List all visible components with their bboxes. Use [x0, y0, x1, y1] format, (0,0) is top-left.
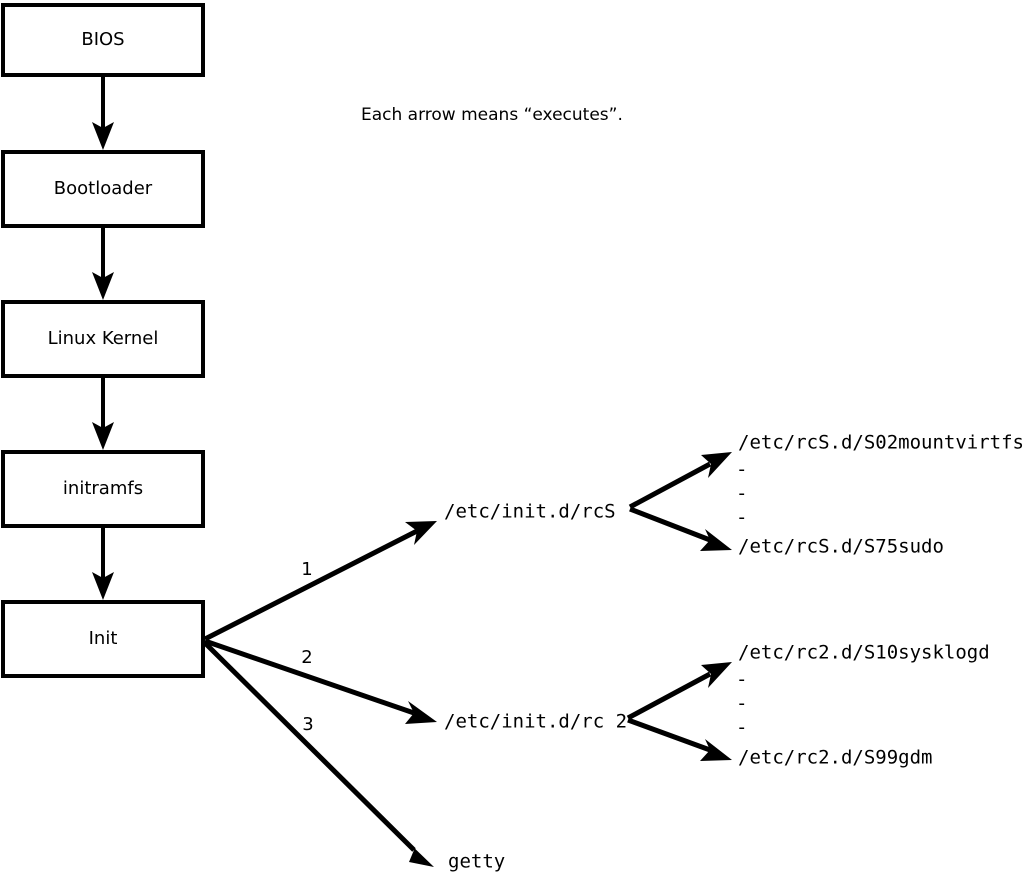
linux-kernel-label: Linux Kernel [48, 328, 159, 349]
branch-number-3: 3 [302, 714, 313, 735]
rc2-ellipsis-dash-2: - [736, 693, 747, 715]
init-box[interactable] [1, 600, 205, 678]
branch-target-rc2: /etc/init.d/rc 2 [444, 711, 627, 733]
init-label: Init [89, 628, 118, 649]
arrow-rc2-to-first-script [626, 662, 732, 721]
arrow-rcs-to-last-script [629, 506, 732, 551]
arrow-initramfs-to-init [92, 526, 114, 600]
arrow-rc2-to-last-script [627, 717, 732, 761]
node-init[interactable]: Init [1, 600, 205, 678]
branch-number-1: 1 [301, 559, 312, 580]
rcs-ellipsis-dash-2: - [736, 483, 747, 505]
rcs-ellipsis-dash-3: - [736, 507, 747, 529]
arrow-init-to-rc2 [204, 638, 437, 724]
rc2-ellipsis-dash-3: - [736, 717, 747, 739]
branch-target-getty: getty [448, 851, 505, 873]
rcs-script-last: /etc/rcS.d/S75sudo [738, 536, 944, 558]
arrow-kernel-to-initramfs [92, 376, 114, 450]
rc2-script-first: /etc/rc2.d/S10sysklogd [738, 642, 990, 664]
arrow-init-to-rcs [203, 521, 437, 642]
arrow-init-to-getty [203, 641, 434, 867]
rc2-ellipsis-dash-1: - [736, 669, 747, 691]
initramfs-box[interactable] [1, 450, 205, 528]
arrow-bootloader-to-kernel [92, 226, 114, 300]
bootloader-label: Bootloader [54, 178, 153, 199]
rc2-script-last: /etc/rc2.d/S99gdm [738, 747, 932, 769]
node-bios[interactable]: BIOS [1, 3, 205, 77]
bios-label: BIOS [81, 29, 124, 50]
branch-number-2: 2 [301, 647, 312, 668]
node-initramfs[interactable]: initramfs [1, 450, 205, 528]
diagram-caption: Each arrow means “executes”. [361, 105, 623, 125]
rcs-ellipsis-dash-1: - [736, 459, 747, 481]
node-linux-kernel[interactable]: Linux Kernel [1, 300, 205, 378]
arrow-rcs-to-first-script [628, 452, 732, 510]
initramfs-label: initramfs [63, 478, 143, 499]
node-bootloader[interactable]: Bootloader [1, 150, 205, 228]
rcs-script-first: /etc/rcS.d/S02mountvirtfs [738, 432, 1024, 454]
arrow-bios-to-bootloader [92, 75, 114, 150]
branch-target-rcs: /etc/init.d/rcS [444, 501, 616, 523]
